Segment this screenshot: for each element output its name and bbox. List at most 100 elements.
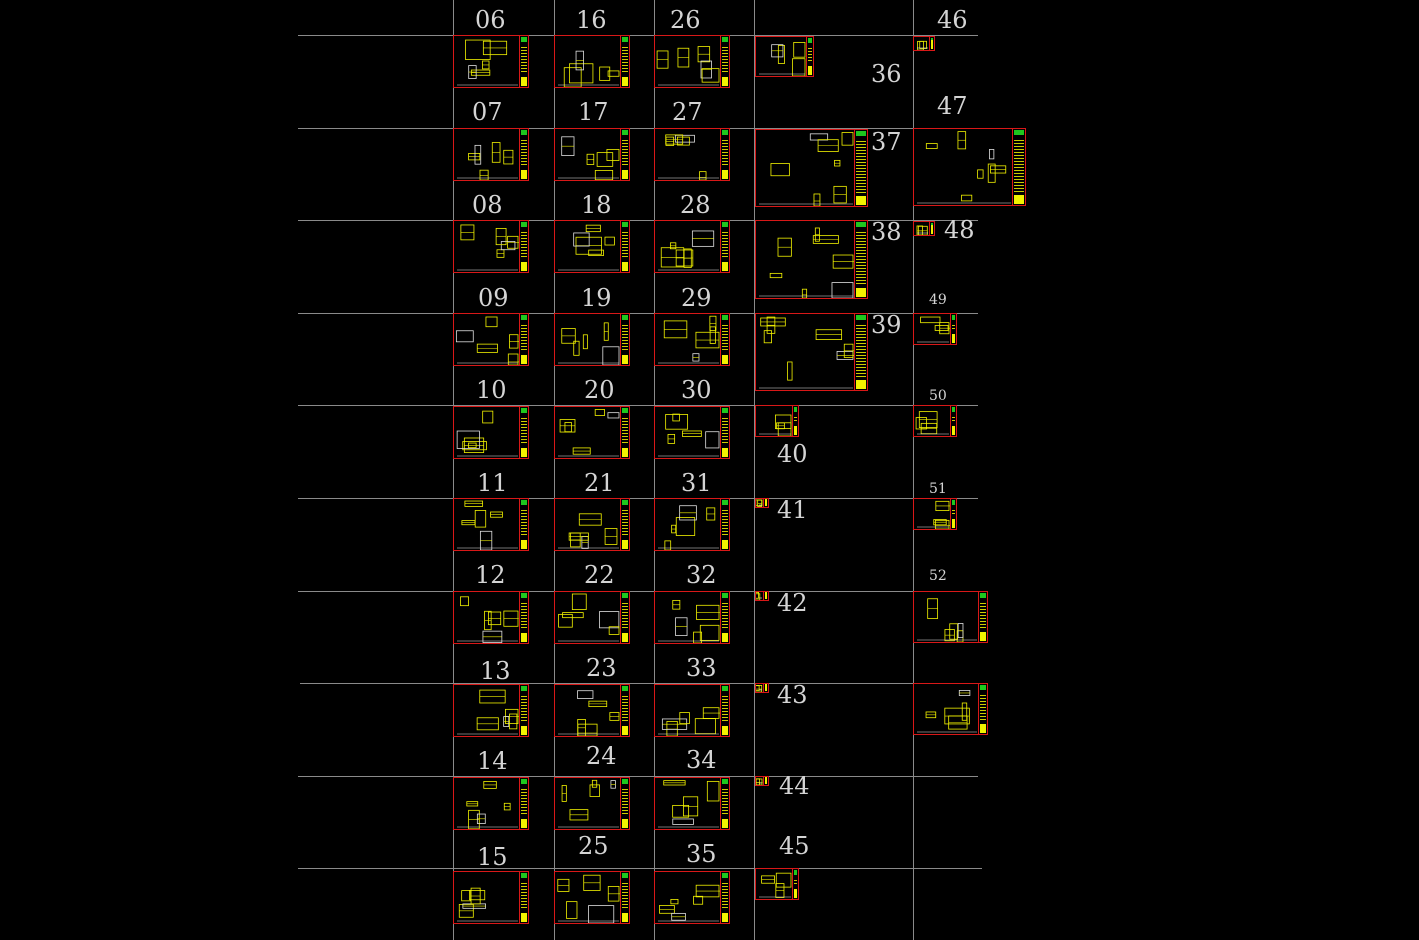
drawing-sheet[interactable] xyxy=(755,313,868,391)
drawing-sheet[interactable] xyxy=(913,36,935,51)
drawing-sheet[interactable] xyxy=(654,591,730,644)
drawing-sheet[interactable] xyxy=(453,128,529,181)
drawing-sheet[interactable] xyxy=(554,684,630,737)
sheet-number-label: 20 xyxy=(584,376,615,404)
drawing-sheet[interactable] xyxy=(654,406,730,459)
sheet-drawing xyxy=(658,505,719,550)
sheet-drawing xyxy=(457,39,518,86)
drawing-sheet[interactable] xyxy=(654,220,730,273)
title-block-stamp xyxy=(521,726,527,735)
sheet-drawing xyxy=(558,779,619,828)
drawing-sheet[interactable] xyxy=(654,498,730,551)
drawing-sheet[interactable] xyxy=(913,591,988,643)
drawing-sheet[interactable] xyxy=(453,35,529,88)
drawing-sheet[interactable] xyxy=(554,777,630,830)
drawing-sheet[interactable] xyxy=(554,871,630,924)
title-block-stamp xyxy=(952,334,955,343)
drawing-sheet[interactable] xyxy=(654,777,730,830)
drawing-sheet[interactable] xyxy=(554,220,630,273)
title-block-text-lines xyxy=(622,416,628,445)
grid-column-line xyxy=(913,0,914,940)
drawing-sheet[interactable] xyxy=(755,683,769,693)
title-block-logo-strip xyxy=(521,593,527,598)
drawing-sheet[interactable] xyxy=(453,777,529,830)
title-block xyxy=(620,778,629,829)
title-block-logo-strip xyxy=(722,779,728,784)
drawing-sheet[interactable] xyxy=(554,35,630,88)
title-block-text-lines xyxy=(521,787,527,816)
title-block-logo-strip xyxy=(722,222,728,227)
title-block xyxy=(978,592,987,642)
drawing-sheet[interactable] xyxy=(453,591,529,644)
drawing-sheet[interactable] xyxy=(755,498,769,508)
drawing-sheet[interactable] xyxy=(453,406,529,459)
sheet-number-label: 22 xyxy=(584,561,615,589)
title-block xyxy=(763,684,768,692)
sheet-drawing xyxy=(917,690,977,733)
drawing-sheet[interactable] xyxy=(913,683,988,735)
drawing-sheet[interactable] xyxy=(755,220,868,299)
drawing-sheet[interactable] xyxy=(654,313,730,366)
title-block-logo-strip xyxy=(622,686,628,691)
title-block xyxy=(720,778,729,829)
sheet-number-label: 52 xyxy=(929,568,947,584)
sheet-number-label: 44 xyxy=(779,772,810,800)
drawing-sheet[interactable] xyxy=(755,405,799,437)
drawing-sheet[interactable] xyxy=(913,498,957,530)
drawing-sheet[interactable] xyxy=(453,871,529,924)
drawing-sheet[interactable] xyxy=(453,313,529,366)
title-block-logo-strip xyxy=(980,593,986,598)
drawing-sheet[interactable] xyxy=(654,35,730,88)
drawing-sheet[interactable] xyxy=(654,684,730,737)
drawing-sheet[interactable] xyxy=(453,684,529,737)
title-block-stamp xyxy=(980,724,986,733)
grid-row-line xyxy=(298,313,978,314)
sheet-drawing xyxy=(756,499,763,507)
sheet-number-label: 07 xyxy=(472,98,503,126)
drawing-sheet[interactable] xyxy=(554,591,630,644)
sheet-number-label: 37 xyxy=(871,128,902,156)
drawing-sheet[interactable] xyxy=(453,498,529,551)
title-block-stamp xyxy=(952,519,955,528)
drawing-sheet[interactable] xyxy=(755,36,814,77)
drawing-sheet[interactable] xyxy=(554,406,630,459)
sheet-drawing xyxy=(558,593,620,642)
sheet-number-label: 33 xyxy=(686,654,717,682)
title-block-stamp xyxy=(722,355,728,364)
sheet-drawing xyxy=(759,414,792,436)
title-block-logo-strip xyxy=(622,873,628,878)
title-block xyxy=(519,314,528,365)
drawing-sheet[interactable] xyxy=(913,128,1026,206)
title-block xyxy=(720,407,729,458)
drawing-sheet[interactable] xyxy=(755,776,769,786)
drawing-sheet[interactable] xyxy=(755,129,868,207)
title-block-stamp xyxy=(622,262,628,271)
drawing-sheet[interactable] xyxy=(554,498,630,551)
drawing-sheet[interactable] xyxy=(654,128,730,181)
grid-column-line xyxy=(654,0,655,940)
drawing-sheet[interactable] xyxy=(913,313,957,345)
title-block-stamp xyxy=(808,66,812,75)
sheet-drawing xyxy=(917,131,1011,204)
title-block-logo-strip xyxy=(622,500,628,505)
title-block xyxy=(519,499,528,550)
title-block-text-lines xyxy=(521,508,527,537)
drawing-sheet[interactable] xyxy=(654,871,730,924)
sheet-number-label: 45 xyxy=(779,832,810,860)
drawing-sheet[interactable] xyxy=(554,128,630,181)
drawing-sheet[interactable] xyxy=(554,313,630,366)
title-block xyxy=(720,129,729,180)
drawing-sheet[interactable] xyxy=(913,405,957,437)
title-block-logo-strip xyxy=(794,407,797,412)
sheet-number-label: 38 xyxy=(871,218,902,246)
title-block-stamp xyxy=(794,426,797,435)
title-block-stamp xyxy=(856,288,866,297)
title-block xyxy=(720,314,729,365)
drawing-sheet[interactable] xyxy=(755,591,769,601)
drawing-sheet[interactable] xyxy=(913,221,935,236)
title-block-logo-strip xyxy=(521,408,527,413)
drawing-sheet[interactable] xyxy=(755,868,799,900)
sheet-drawing xyxy=(759,132,854,206)
drawing-sheet[interactable] xyxy=(453,220,529,273)
